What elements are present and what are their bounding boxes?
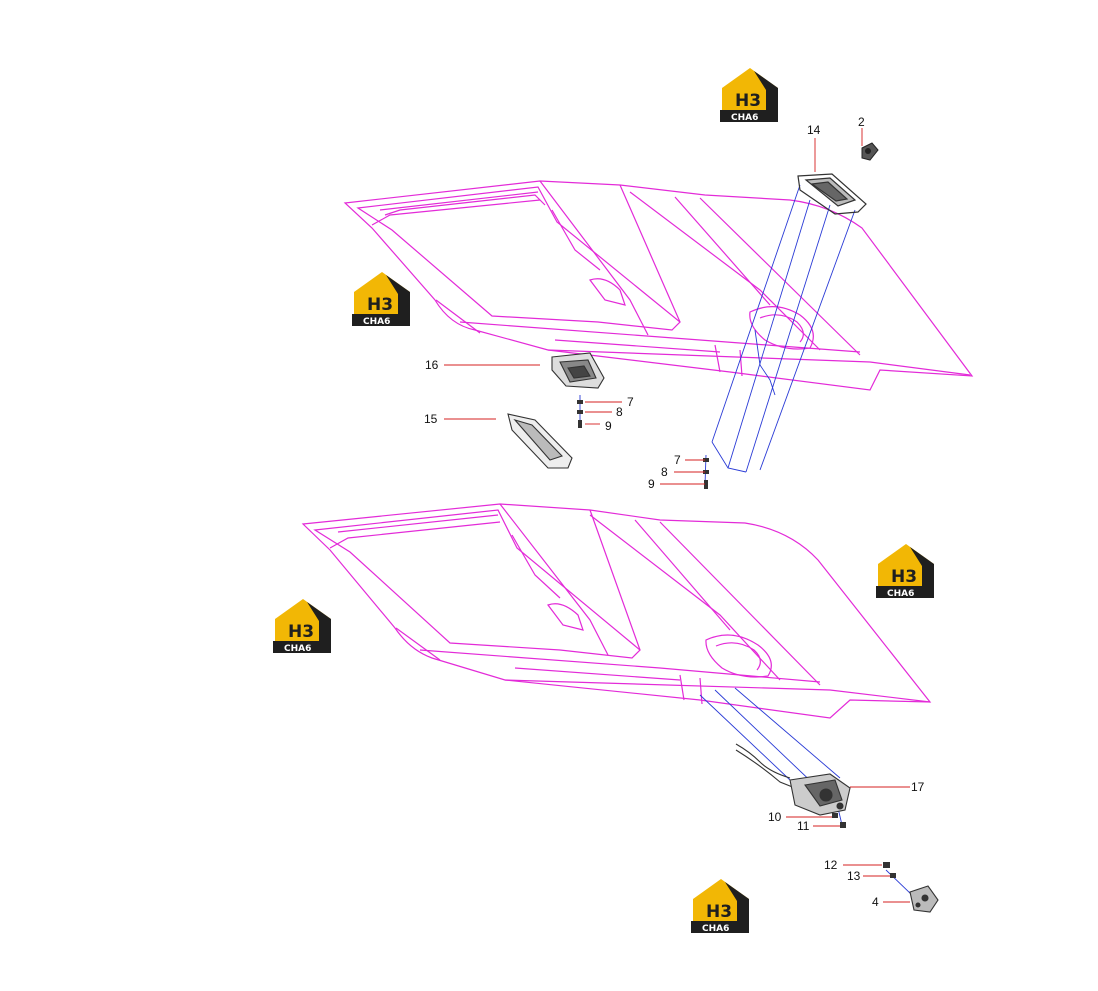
callout-17: 17 (911, 780, 925, 794)
part-16-handle-bracket (551, 352, 605, 389)
logo-watermark-2: H3 CHA6 (352, 272, 410, 327)
callout-15: 15 (424, 412, 438, 426)
callout-labels: 14 2 16 15 7 8 9 7 8 9 17 10 11 12 13 4 (424, 115, 925, 909)
svg-text:CHA6: CHA6 (887, 589, 914, 599)
callout-11: 11 (797, 819, 810, 833)
callout-7-lower: 7 (674, 453, 681, 467)
part-2-lamp-bulb (861, 142, 879, 161)
small-hardware-lower (832, 813, 896, 878)
svg-text:H3: H3 (706, 902, 732, 922)
logo-watermark-5: H3 CHA6 (691, 879, 749, 934)
part-14-license-plate-lamp-housing (797, 173, 867, 215)
svg-text:H3: H3 (288, 622, 314, 642)
callout-9-upper: 9 (605, 419, 612, 433)
svg-text:CHA6: CHA6 (284, 644, 311, 654)
svg-text:H3: H3 (735, 91, 761, 111)
part-17-tailgate-lock (735, 743, 851, 816)
logo-watermark-4: H3 CHA6 (273, 599, 331, 654)
svg-text:H3: H3 (367, 295, 393, 315)
small-hardware-upper (577, 400, 709, 489)
svg-text:CHA6: CHA6 (731, 113, 758, 123)
callout-14: 14 (807, 123, 821, 137)
assembly-guide-lines (579, 184, 913, 896)
part-15-handle-cover (507, 413, 573, 469)
svg-text:CHA6: CHA6 (363, 317, 390, 327)
svg-text:H3: H3 (891, 567, 917, 587)
callout-7-upper: 7 (627, 395, 634, 409)
logo-watermark-1: H3 CHA6 (720, 68, 778, 123)
callout-2: 2 (858, 115, 865, 129)
callout-leaders (444, 128, 910, 903)
callout-13: 13 (847, 869, 861, 883)
callout-9-lower: 9 (648, 477, 655, 491)
callout-4: 4 (872, 895, 879, 909)
callout-12: 12 (824, 858, 838, 872)
callout-10: 10 (768, 810, 782, 824)
upper-tailgate-panel (343, 180, 974, 391)
svg-text:CHA6: CHA6 (702, 924, 729, 934)
part-4-striker (909, 885, 939, 913)
lower-tailgate-panel (301, 503, 932, 719)
callout-8-lower: 8 (661, 465, 668, 479)
callout-16: 16 (425, 358, 439, 372)
callout-8-upper: 8 (616, 405, 623, 419)
logo-watermark-3: H3 CHA6 (876, 544, 934, 599)
